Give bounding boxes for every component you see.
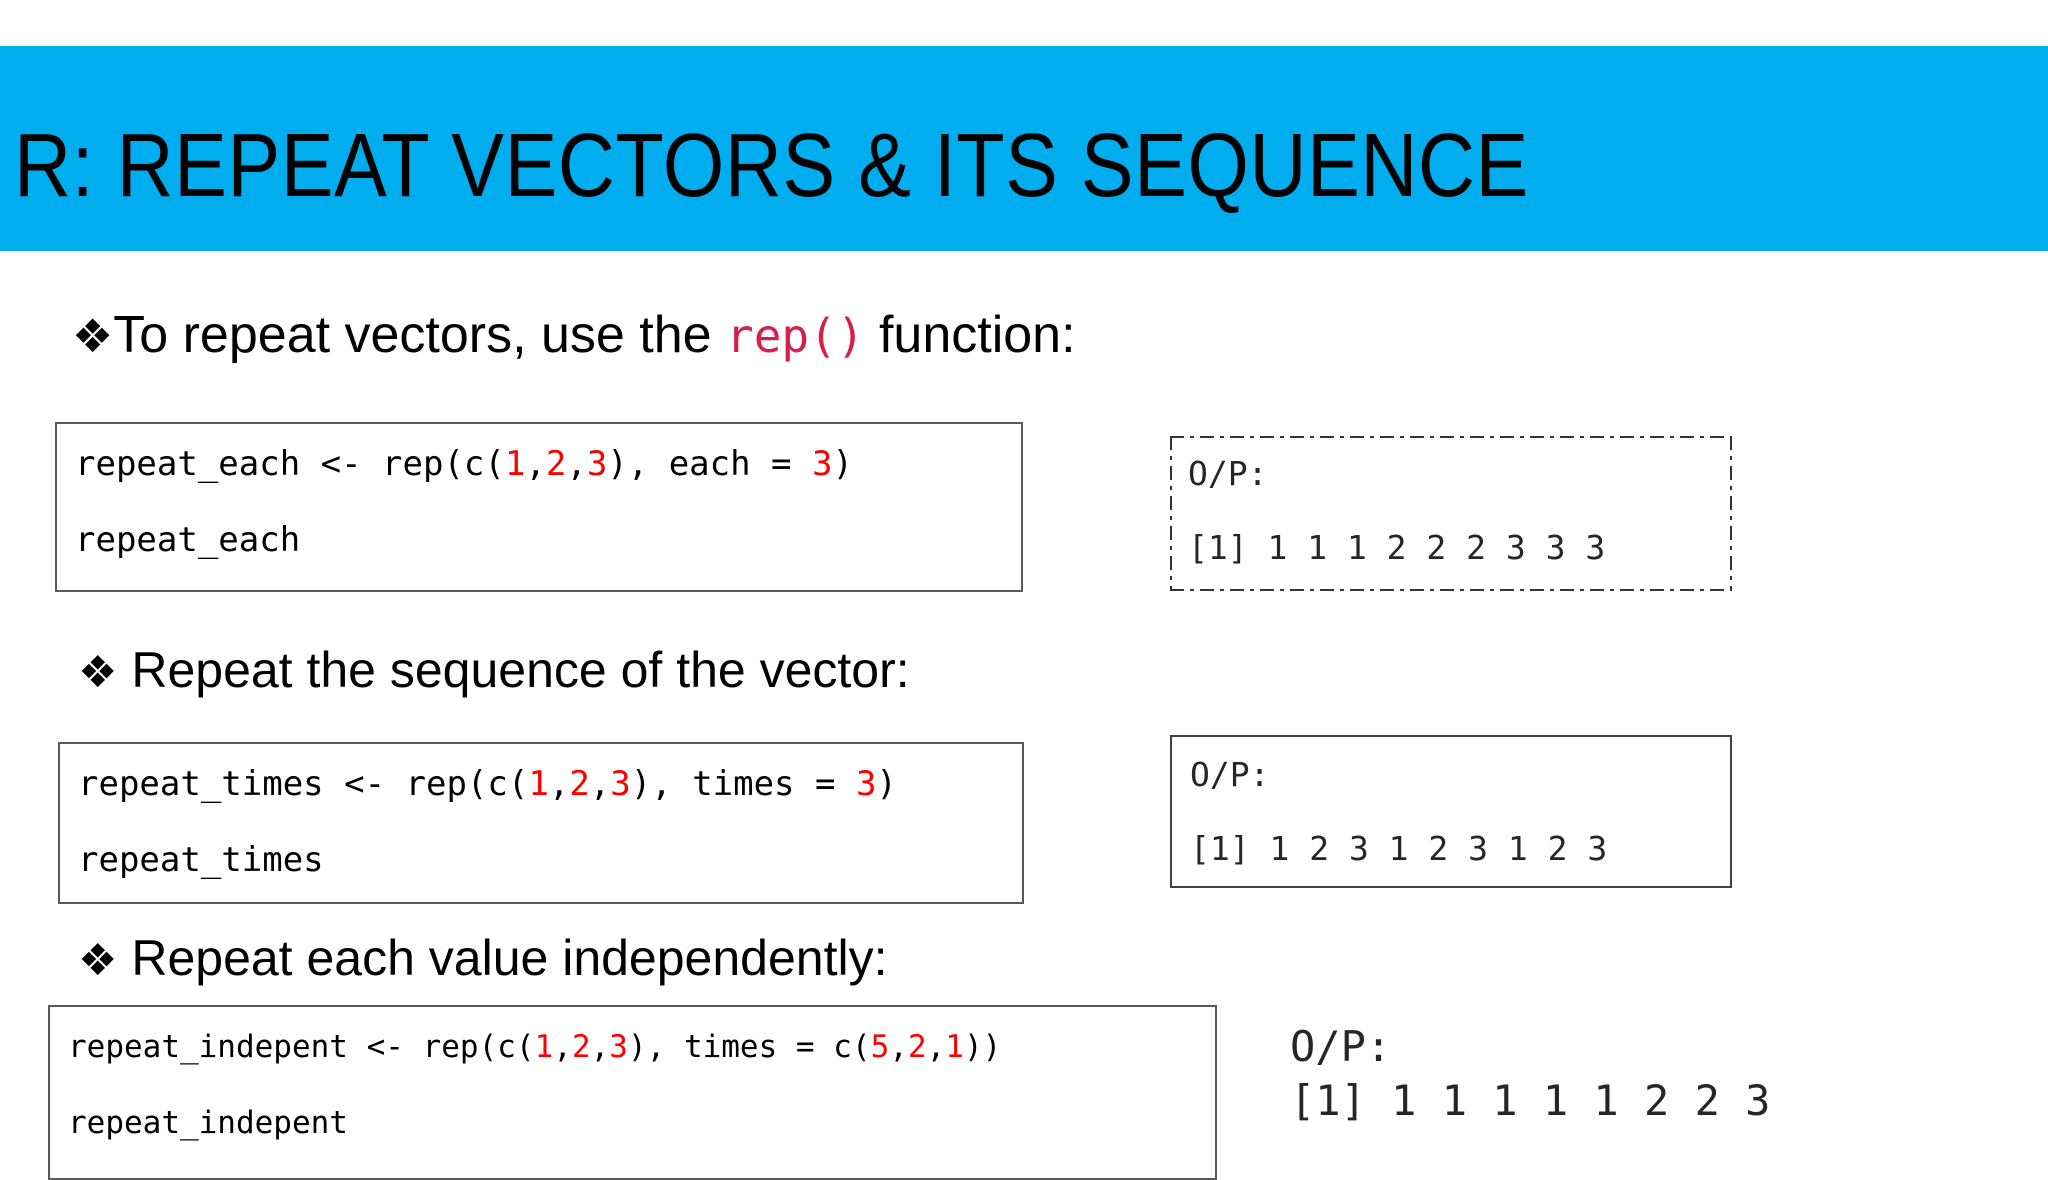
diamond-bullet-icon: ❖ [78, 935, 118, 986]
bullet-3-text: Repeat each value independently: [117, 930, 888, 986]
code-1-line1-suffix: ) [832, 444, 853, 484]
code-2-line2: repeat_times [78, 840, 324, 880]
output-1-result: [1] 1 1 1 2 2 2 3 3 3 [1188, 528, 1606, 567]
code-2-line1-suffix: ) [876, 764, 897, 804]
title-banner: R: REPEAT VECTORS & ITS SEQUENCE [0, 46, 2048, 251]
bullet-heading-1: ❖To repeat vectors, use the rep() functi… [72, 304, 1076, 367]
code-3-line1-prefix: repeat_indepent <- rep(c( [68, 1029, 535, 1065]
code-1-arg-3: 3 [586, 444, 608, 484]
code-2-arg-3: 3 [610, 764, 631, 804]
diamond-bullet-icon: ❖ [72, 309, 114, 363]
bullet-1-inline-code: rep() [726, 309, 865, 363]
code-3-arg-3: 3 [609, 1029, 628, 1065]
bullet-1-text-after: function: [864, 306, 1076, 364]
output-3-label: O/P: [1290, 1022, 1392, 1071]
code-box-repeat-each: repeat_each <- rep(c(1,2,3), each = 3)re… [55, 422, 1023, 592]
code-2-times-value: 3 [855, 764, 877, 804]
code-3-blank-line [68, 1065, 1215, 1105]
code-3-times-arg-2: 2 [907, 1029, 927, 1065]
code-box-repeat-indepent: repeat_indepent <- rep(c(1,2,3), times =… [48, 1005, 1217, 1180]
diamond-bullet-icon: ❖ [78, 647, 118, 698]
output-3-result: [1] 1 1 1 1 1 2 2 3 [1290, 1076, 1771, 1125]
output-repeat-indepent: O/P: [1] 1 1 1 1 1 2 2 3 [1290, 1020, 1890, 1150]
code-1-each-value: 3 [812, 444, 833, 484]
code-3-times-arg-1: 5 [870, 1029, 890, 1065]
code-3-times-arg-3: 1 [945, 1029, 964, 1065]
code-2-line1-prefix: repeat_times <- rep(c( [78, 764, 529, 804]
output-2-result: [1] 1 2 3 1 2 3 1 2 3 [1190, 829, 1608, 868]
code-1-line1-prefix: repeat_each <- rep(c( [75, 444, 505, 484]
bullet-1-text-before: To repeat vectors, use the [113, 306, 727, 364]
bullet-heading-3: ❖ Repeat each value independently: [78, 928, 887, 991]
output-1-blank-line [1188, 492, 1732, 530]
code-box-repeat-times: repeat_times <- rep(c(1,2,3), times = 3)… [58, 742, 1024, 904]
bullet-heading-2: ❖ Repeat the sequence of the vector: [78, 640, 910, 703]
code-2-arg-2: 2 [569, 764, 590, 804]
code-1-blank-line [75, 482, 1021, 522]
code-3-arg-1: 1 [534, 1029, 554, 1065]
code-1-arg-1: 1 [504, 444, 526, 484]
code-1-line2: repeat_each [75, 520, 301, 560]
output-1-label: O/P: [1188, 454, 1268, 493]
code-3-arg-2: 2 [571, 1029, 591, 1065]
output-box-repeat-each: O/P: [1] 1 1 1 2 2 2 3 3 3 [1170, 436, 1732, 591]
code-3-line1-middle: ), times = c( [627, 1029, 871, 1065]
code-1-line1-middle: ), each = [607, 444, 812, 484]
code-2-line1-middle: ), times = [630, 764, 856, 804]
code-2-blank-line [78, 802, 1022, 842]
output-2-blank-line [1190, 793, 1730, 831]
output-2-label: O/P: [1190, 755, 1270, 794]
slide-title: R: REPEAT VECTORS & ITS SEQUENCE [14, 116, 1529, 216]
code-2-arg-1: 1 [528, 764, 549, 804]
code-3-line1-suffix: )) [963, 1029, 1002, 1065]
output-box-repeat-times: O/P: [1] 1 2 3 1 2 3 1 2 3 [1170, 735, 1732, 888]
code-3-line2: repeat_indepent [68, 1105, 348, 1141]
bullet-2-text: Repeat the sequence of the vector: [117, 642, 910, 698]
code-1-arg-2: 2 [545, 444, 567, 484]
